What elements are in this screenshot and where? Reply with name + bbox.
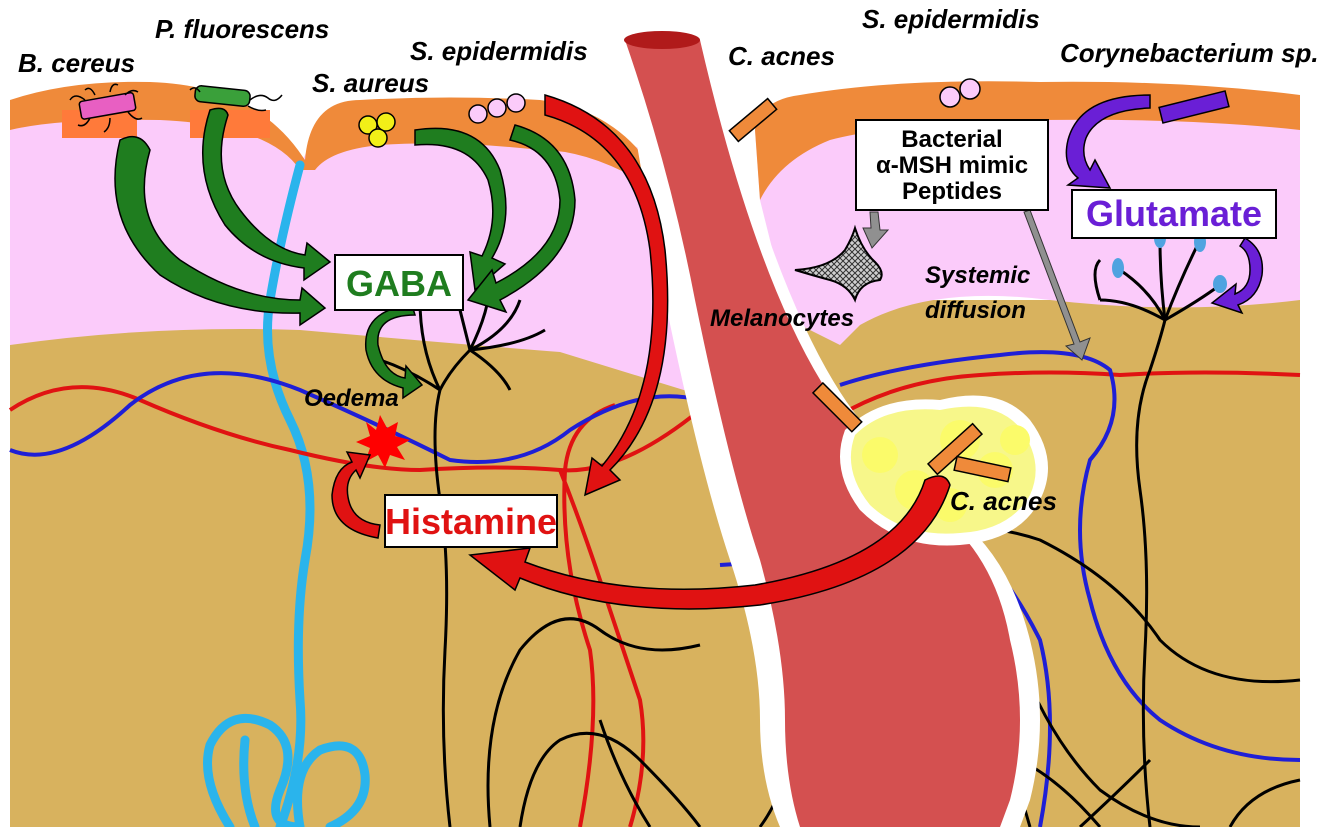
s-epidermidis-right-label: S. epidermidis — [862, 4, 1040, 34]
c-acnes-top-label: C. acnes — [728, 41, 835, 71]
oedema-label: Oedema — [304, 385, 399, 412]
glutamate-box: Glutamate — [1072, 190, 1276, 238]
corynebacterium-label: Corynebacterium sp. — [1060, 38, 1319, 68]
s-epidermidis-left-label: S. epidermidis — [410, 36, 588, 66]
p-fluorescens-bacterium-icon — [190, 85, 282, 138]
gaba-label: GABA — [346, 263, 452, 304]
histamine-label: Histamine — [385, 501, 557, 542]
histamine-box: Histamine — [385, 495, 557, 547]
glutamate-label: Glutamate — [1086, 193, 1262, 234]
melanocytes-label: Melanocytes — [710, 305, 854, 332]
b-cereus-label: B. cereus — [18, 48, 135, 78]
diffusion-label: diffusion — [925, 297, 1026, 324]
hair-tip — [624, 31, 700, 49]
p-fluorescens-label: P. fluorescens — [155, 14, 329, 44]
msh-line-2: α-MSH mimic — [876, 152, 1028, 179]
s-aureus-label: S. aureus — [312, 68, 429, 98]
c-acnes-bottom-label: C. acnes — [950, 486, 1057, 516]
msh-line-3: Peptides — [902, 178, 1002, 205]
msh-line-1: Bacterial — [901, 126, 1002, 153]
systemic-label: Systemic — [925, 262, 1030, 289]
gaba-box: GABA — [335, 255, 463, 310]
msh-peptides-box: Bacterial α-MSH mimic Peptides — [856, 120, 1048, 210]
